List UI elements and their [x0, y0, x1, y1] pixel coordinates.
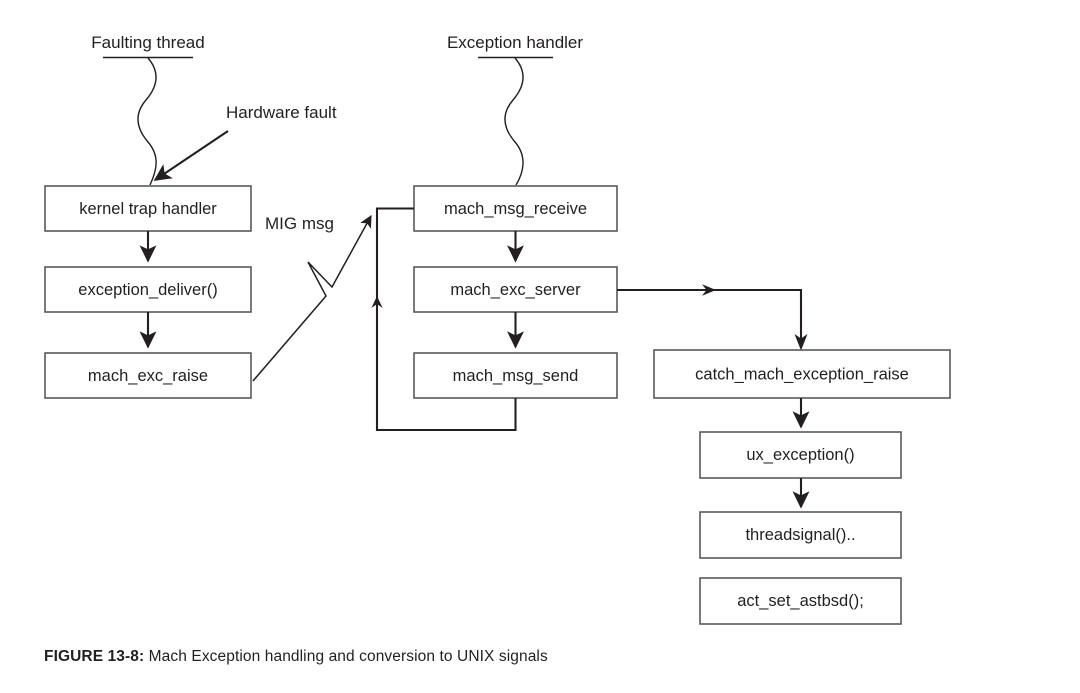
node-label-catch-mach-exception-raise: catch_mach_exception_raise: [695, 365, 909, 383]
edge-elbow-midpoint-arrowhead: [702, 284, 716, 296]
edge-elbow-end-arrowhead: [794, 334, 808, 351]
node-label-mach-msg-receive: mach_msg_receive: [444, 200, 587, 218]
edge-mach-exc-server-to-catch-elbow: [617, 288, 803, 345]
mach-exception-flow-diagram: Faulting thread Exception handler Hardwa…: [44, 33, 951, 625]
node-mach-exc-raise: [44, 352, 252, 399]
edge-hardware-fault-arrow: [153, 130, 229, 181]
node-label-threadsignal: threadsignal()..: [745, 526, 855, 544]
node-label-mach-msg-send: mach_msg_send: [453, 367, 579, 385]
figure-caption: FIGURE 13-8: Mach Exception handling and…: [44, 648, 1044, 666]
lane-label-faulting-thread: Faulting thread: [91, 33, 204, 52]
node-mach-exc-server: [413, 266, 618, 313]
annotation-hardware-fault: Hardware fault: [226, 103, 337, 122]
lane-label-exception-handler: Exception handler: [447, 33, 583, 52]
node-label-ux-exception: ux_exception(): [746, 446, 854, 464]
edge-mig-msg-zigzag-arrow: [252, 215, 372, 382]
node-act-set-astbsd: [699, 577, 902, 625]
node-exception-deliver: [44, 266, 252, 313]
node-ux-exception: [699, 431, 902, 479]
node-label-mach-exc-server: mach_exc_server: [450, 281, 581, 299]
node-label-exception-deliver: exception_deliver(): [78, 281, 217, 299]
figure-caption-label: FIGURE 13-8:: [44, 648, 145, 665]
lifeline-squiggle-exception-handler: [504, 57, 524, 186]
node-threadsignal: [699, 511, 902, 559]
node-label-act-set-astbsd: act_set_astbsd();: [737, 592, 864, 610]
node-kernel-trap-handler: [44, 185, 252, 232]
node-label-mach-exc-raise: mach_exc_raise: [88, 367, 208, 385]
lifeline-squiggle-faulting-thread: [137, 57, 157, 186]
edge-feedback-loop-arrowhead: [371, 296, 383, 308]
figure-caption-text: Mach Exception handling and conversion t…: [148, 648, 548, 665]
node-label-kernel-trap-handler: kernel trap handler: [79, 200, 217, 218]
node-catch-mach-exception-raise: [653, 349, 951, 399]
edge-feedback-loop-send-to-receive: [375, 207, 517, 432]
node-mach-msg-send: [413, 352, 618, 399]
annotation-mig-msg: MIG msg: [265, 214, 334, 233]
